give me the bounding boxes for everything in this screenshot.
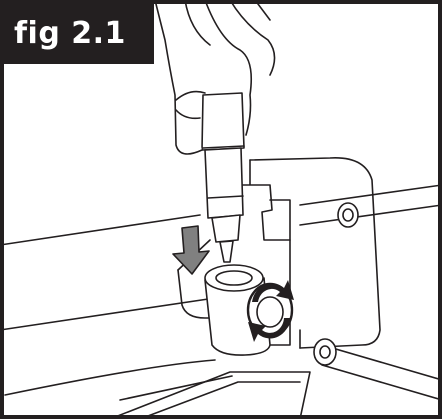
down-arrow-icon [172,225,210,275]
figure-label: fig 2.1 [4,4,154,64]
base-plate [0,214,311,419]
blade-cartridge [201,92,245,263]
guide-rod-upper [299,184,442,228]
guide-rod-lower [313,338,442,401]
machine-housing [249,157,381,349]
rotate-icon [248,280,294,342]
